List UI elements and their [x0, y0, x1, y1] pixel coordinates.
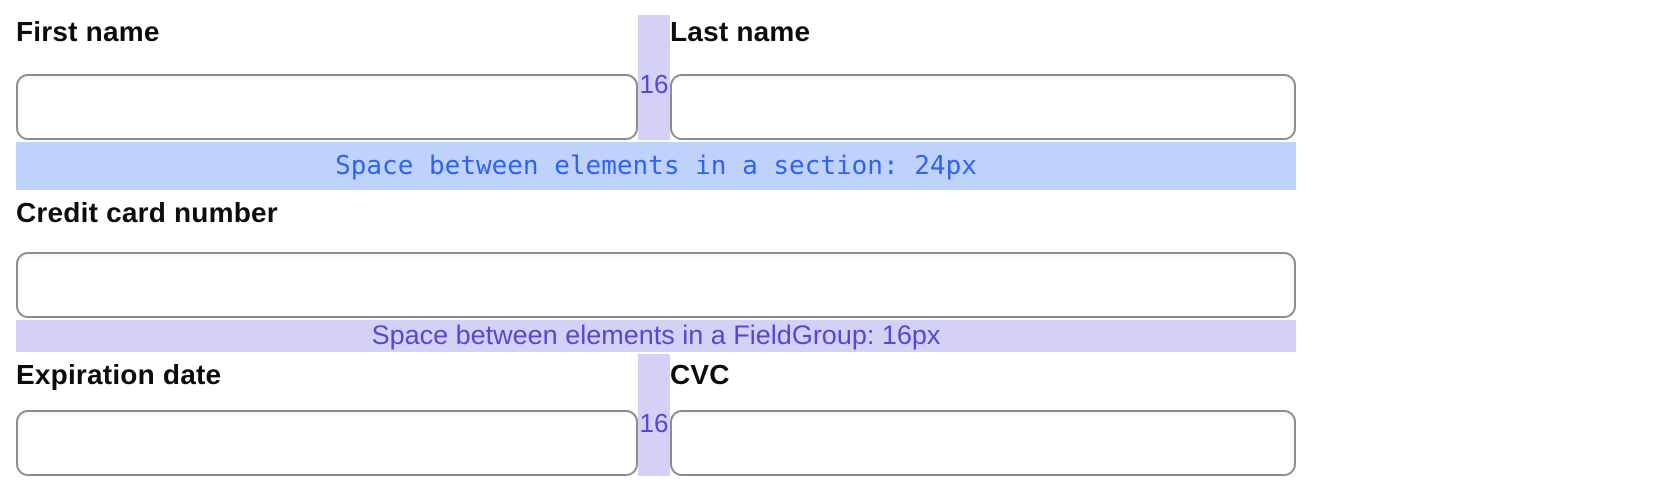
- last-name-label: Last name: [670, 16, 811, 47]
- field-last-name: Last name: [670, 15, 1296, 140]
- expiration-label: Expiration date: [16, 359, 222, 390]
- fieldgroup-row-card-details: Expiration date 16 CVC: [16, 354, 1296, 476]
- last-name-input[interactable]: [670, 74, 1296, 140]
- section-spacing-text: Space between elements in a section: 24p…: [335, 151, 977, 181]
- field-expiration: Expiration date: [16, 358, 638, 476]
- cvc-input[interactable]: [670, 410, 1296, 476]
- gap-size-label: 16: [639, 69, 669, 99]
- fieldgroup-row-name: First name 16 Last name: [16, 15, 1296, 140]
- field-first-name: First name: [16, 15, 638, 140]
- spacing-demo-canvas: First name 16 Last name Space between el…: [16, 0, 1296, 476]
- card-number-input[interactable]: [16, 252, 1296, 318]
- fieldgroup-gap-highlight-top: 16: [638, 15, 670, 140]
- fieldgroup-spacing-text: Space between elements in a FieldGroup: …: [371, 320, 941, 350]
- field-cvc: CVC: [670, 358, 1296, 476]
- card-number-label: Credit card number: [16, 197, 278, 228]
- first-name-label: First name: [16, 16, 160, 47]
- fieldgroup-spacing-highlight: Space between elements in a FieldGroup: …: [16, 320, 1296, 352]
- cvc-label: CVC: [670, 359, 730, 390]
- gap-size-label: 16: [639, 408, 669, 438]
- fieldgroup-gap-highlight-bottom: 16: [638, 354, 670, 476]
- first-name-input[interactable]: [16, 74, 638, 140]
- expiration-input[interactable]: [16, 410, 638, 476]
- section-spacing-highlight: Space between elements in a section: 24p…: [16, 142, 1296, 190]
- field-card-number: Credit card number: [16, 196, 1296, 318]
